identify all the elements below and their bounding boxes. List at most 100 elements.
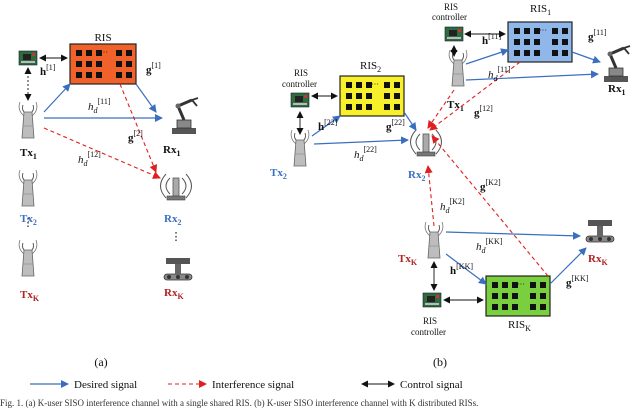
- hkk-label: h: [450, 265, 456, 277]
- txk-rxk-direct: [445, 231, 581, 240]
- rxk-sub: K: [177, 292, 184, 301]
- hdkk-sup: [KK]: [486, 237, 503, 246]
- rxk-label-b: Rx: [588, 253, 602, 265]
- tx2-label-b: Tx: [270, 167, 283, 179]
- txk-rx2-interference: [424, 165, 435, 227]
- svg-text:···: ···: [100, 48, 108, 57]
- svg-text:h[KK]: h[KK]: [450, 262, 473, 277]
- ris-controller-2-board-icon: [290, 92, 310, 108]
- rx1-robot-icon: [170, 96, 200, 136]
- risk-label: RIS: [508, 319, 525, 331]
- svg-text:Tx2: Tx2: [270, 167, 287, 181]
- ris-a-label: RIS: [94, 32, 111, 44]
- svg-text:Rx2: Rx2: [408, 169, 425, 183]
- ris-controller-1-board-icon: [444, 26, 464, 42]
- rx2-sub-b: 2: [421, 174, 425, 183]
- svg-text:hd[KK]: hd[KK]: [476, 237, 503, 255]
- ris-controller-2-line2: controller: [282, 79, 317, 89]
- svg-text:Tx1: Tx1: [447, 99, 464, 113]
- ris2-surface: ···: [339, 75, 405, 117]
- hd11-sub-b: d: [494, 74, 499, 83]
- ris-rx2-interference: [119, 83, 158, 173]
- hdk2-sup: [K2]: [450, 197, 465, 206]
- svg-text:TxK: TxK: [20, 289, 40, 303]
- txk-antenna-icon: [18, 239, 38, 277]
- rx1-sub: 1: [176, 149, 180, 158]
- hd12-sup: [12]: [88, 150, 102, 159]
- ris-controller-2-line1: RIS: [294, 68, 308, 78]
- svg-text:g[12]: g[12]: [474, 104, 493, 119]
- svg-text:h[22]: h[22]: [318, 118, 338, 133]
- tx2-antenna-icon-b: [290, 129, 310, 167]
- svg-text:hd[11]: hd[11]: [88, 97, 111, 115]
- ris2-sub: 2: [377, 65, 381, 74]
- hd11-label-b: h: [488, 69, 494, 81]
- gkk-label: g: [566, 277, 572, 289]
- g2-label: g: [128, 132, 134, 144]
- gkk-sup: [KK]: [572, 274, 589, 283]
- hdkk-label: h: [476, 241, 482, 253]
- hkk-sup: [KK]: [456, 262, 473, 271]
- hd11-sup-b: [11]: [498, 65, 511, 74]
- ris1-rx2-interference: [429, 61, 521, 131]
- ris1-surface: ···: [507, 21, 573, 63]
- figure-caption: Fig. 1. (a) K-user SISO interference cha…: [0, 398, 478, 408]
- svg-text:RISK: RISK: [508, 319, 531, 333]
- ellipsis-rx: ⋮: [171, 231, 182, 243]
- tx1-rx2-interference: [427, 89, 455, 129]
- ris-controller-1-line1: RIS: [444, 2, 458, 12]
- tx1-label: Tx: [20, 147, 33, 159]
- tx2-ris2-link: [311, 115, 341, 137]
- hd11-label: h: [88, 101, 94, 113]
- caption-b: (b): [433, 355, 447, 369]
- rxk-sub-b: K: [601, 258, 608, 267]
- hd22-label: h: [354, 149, 360, 161]
- svg-text:RxK: RxK: [588, 253, 608, 267]
- svg-text:RIS1: RIS1: [530, 3, 551, 17]
- rx2-antenna-icon: [160, 173, 192, 201]
- txk-label-b: Tx: [398, 253, 411, 265]
- ris-a-surface: ···: [69, 43, 137, 85]
- hd22-sub: d: [360, 154, 365, 163]
- hdkk-sub: d: [482, 246, 487, 255]
- g1-label: g: [146, 64, 152, 76]
- legend-interference-label: Interference signal: [212, 379, 294, 391]
- ellipsis: ⋮: [23, 217, 34, 229]
- ris-controller-1-line2: controller: [432, 12, 467, 22]
- rxk-label: Rx: [164, 287, 178, 299]
- hd11-sup: [11]: [98, 97, 111, 106]
- g12-sup: [12]: [480, 104, 494, 113]
- rx2-label: Rx: [164, 213, 178, 225]
- svg-text:RIS2: RIS2: [360, 60, 381, 74]
- svg-text:g[1]: g[1]: [146, 61, 161, 76]
- ris1-sub: 1: [547, 8, 551, 17]
- risk-sub: K: [525, 324, 531, 333]
- tx1-antenna-icon: [18, 101, 38, 139]
- svg-text:hd[12]: hd[12]: [78, 150, 101, 168]
- hdk2-label: h: [440, 201, 446, 213]
- tx1-label-b: Tx: [447, 99, 460, 111]
- g1-sup: [1]: [152, 61, 162, 70]
- h1-label: h: [40, 66, 46, 78]
- ris1-dots: ···: [539, 26, 547, 35]
- rx1-label: Rx: [163, 144, 177, 156]
- panel-a: ··· RIS ⋮ Tx1 Tx2 TxK h[1] g[1] g[2] hd[…: [18, 32, 200, 369]
- svg-text:RxK: RxK: [164, 287, 184, 301]
- tx1-ris-link: [43, 83, 71, 113]
- risk-dots: ···: [517, 280, 525, 289]
- txk-antenna-icon-b: [424, 221, 444, 259]
- tx2-label: Tx: [20, 213, 33, 225]
- ris2-rx2-link: [403, 111, 417, 131]
- svg-text:Rx1: Rx1: [608, 83, 625, 97]
- svg-text:g[11]: g[11]: [588, 28, 607, 43]
- caption-a: (a): [94, 355, 107, 369]
- svg-text:g[22]: g[22]: [386, 118, 405, 133]
- svg-text:TxK: TxK: [398, 253, 418, 267]
- ris2-dots: ···: [371, 80, 379, 89]
- legend-desired-label: Desired signal: [74, 379, 137, 391]
- ris1-rx1-link: [571, 51, 601, 64]
- legend-control-label: Control signal: [400, 379, 463, 391]
- svg-text:h[1]: h[1]: [40, 63, 56, 78]
- hd22-sup: [22]: [364, 145, 378, 154]
